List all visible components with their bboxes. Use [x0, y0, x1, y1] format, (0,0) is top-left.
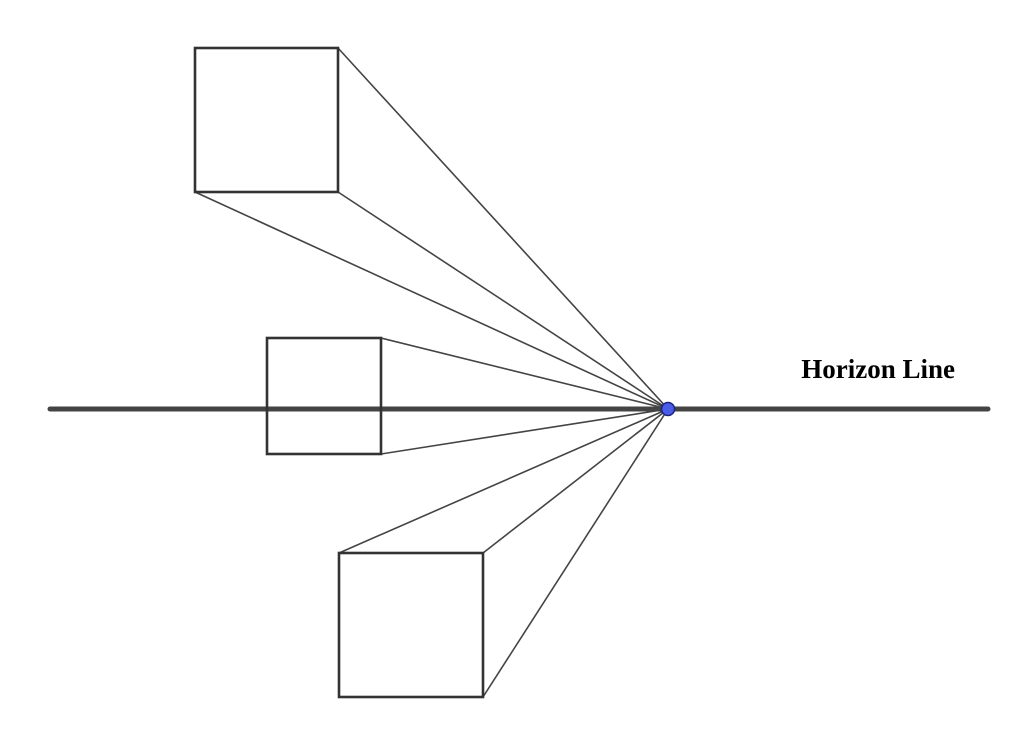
square-front-face: [265, 336, 383, 456]
square-below-horizon: [337, 408, 669, 699]
projection-line: [337, 191, 669, 410]
square-above-horizon: [193, 46, 669, 410]
projection-line: [482, 408, 669, 554]
square-front-face: [193, 46, 340, 194]
projection-line: [380, 408, 669, 455]
projection-line: [380, 337, 669, 410]
projection-line: [482, 408, 669, 698]
vanishing-point[interactable]: [660, 401, 676, 417]
projection-line: [337, 47, 669, 410]
square-front-face: [337, 551, 485, 699]
square-on-horizon: [265, 336, 669, 456]
horizon-line-label: Horizon Line: [801, 354, 955, 384]
projection-line: [338, 408, 669, 554]
projection-line: [194, 191, 669, 410]
